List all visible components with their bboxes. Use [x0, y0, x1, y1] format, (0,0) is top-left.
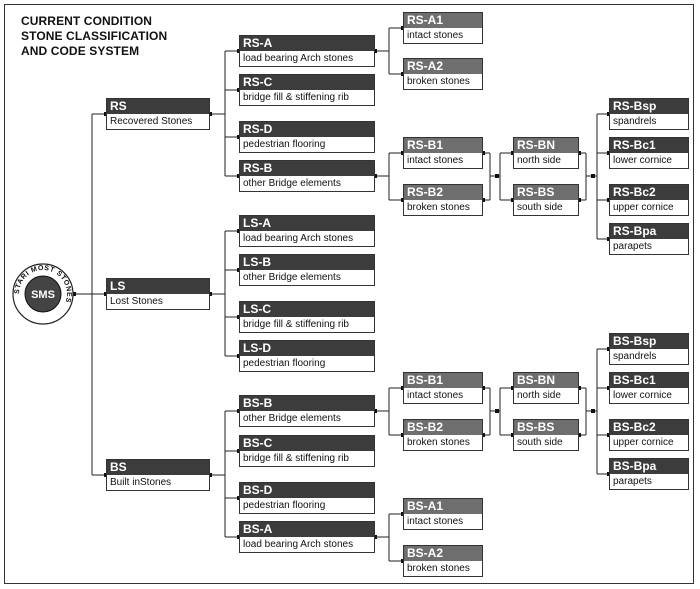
connector-dot	[591, 409, 595, 413]
connector-dot	[72, 292, 76, 296]
connector-dot	[481, 386, 485, 390]
sms-logo: SMS STARI MOST STONES	[12, 263, 74, 325]
connector-dot	[481, 198, 485, 202]
connector-dot	[208, 292, 212, 296]
diagram-frame	[4, 4, 694, 584]
logo-center-text: SMS	[31, 289, 55, 301]
connector-dot	[373, 409, 377, 413]
connector-dot	[577, 151, 581, 155]
connector-dot	[373, 535, 377, 539]
connector-dot	[495, 174, 499, 178]
connector-dot	[373, 49, 377, 53]
diagram-title: CURRENT CONDITION STONE CLASSIFICATION A…	[21, 14, 168, 58]
connector-dot	[208, 473, 212, 477]
connector-dot	[577, 433, 581, 437]
connector-dot	[577, 198, 581, 202]
connector-dot	[481, 433, 485, 437]
connector-dot	[577, 386, 581, 390]
connector-dot	[208, 112, 212, 116]
connector-dot	[591, 174, 595, 178]
connector-dot	[481, 151, 485, 155]
connector-dot	[373, 174, 377, 178]
connector-dot	[495, 409, 499, 413]
